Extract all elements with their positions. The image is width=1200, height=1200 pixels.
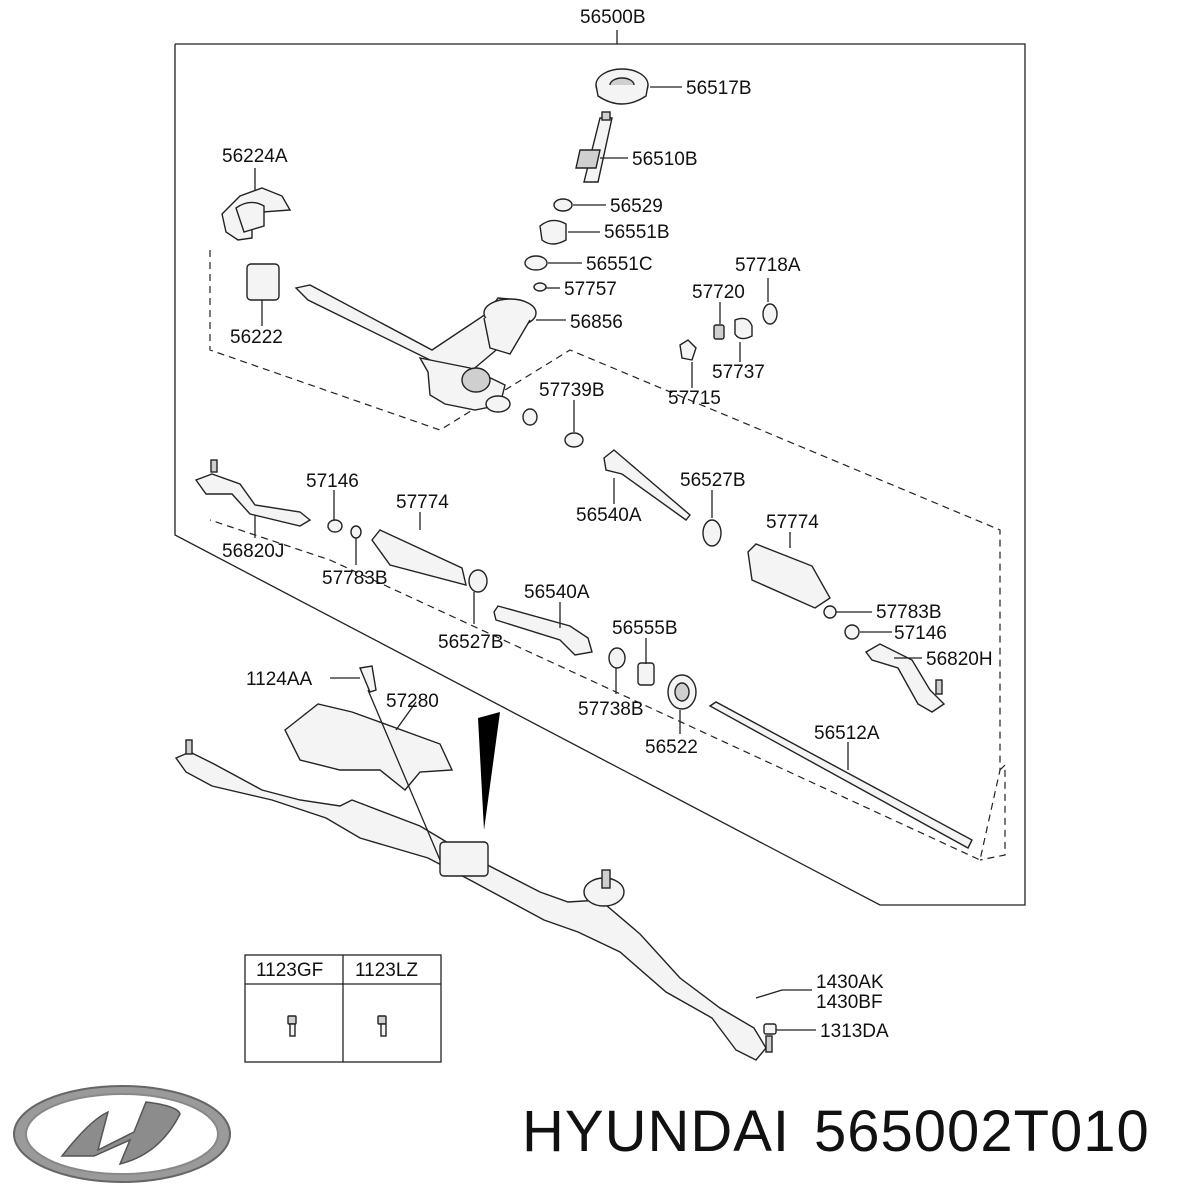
label-56522: 56522 [645, 737, 698, 758]
brand-name: HYUNDAI [522, 1099, 791, 1164]
part-number: 565002T010 [814, 1099, 1150, 1164]
rack-bar [708, 701, 973, 849]
label-56517B: 56517B [686, 78, 752, 99]
part-labels: 56500B 56517B 56510B 56224A 56529 56551B… [222, 7, 993, 1042]
label-56820J: 56820J [222, 541, 284, 562]
label-56527B-left: 56527B [438, 632, 504, 653]
label-56551C: 56551C [586, 254, 653, 275]
heat-shield [284, 703, 454, 791]
label-56856: 56856 [570, 312, 623, 333]
label-57739B: 57739B [539, 380, 605, 401]
table-header-1123LZ: 1123LZ [355, 960, 418, 981]
boot-left-upper [371, 529, 488, 593]
footer-caption: HYUNDAI 565002T010 [522, 1098, 1174, 1165]
label-1430AK: 1430AK [816, 972, 884, 993]
label-56540A-lower: 56540A [524, 582, 590, 603]
label-57146-right: 57146 [894, 623, 947, 644]
inner-tie-rod-lower [493, 605, 697, 710]
label-56529: 56529 [610, 196, 663, 217]
label-57738B: 57738B [578, 699, 644, 720]
bolt-icon-1123LZ [377, 1015, 387, 1037]
rack-housing [246, 263, 537, 413]
label-57720: 57720 [692, 282, 745, 303]
fastener-table: 1123GF 1123LZ [244, 954, 442, 1063]
label-57774-right: 57774 [766, 512, 819, 533]
bolt-icon-1123GF [287, 1015, 297, 1037]
yoke-parts [522, 303, 778, 448]
assembled-steering-gear [174, 739, 773, 1061]
label-57718A: 57718A [735, 255, 801, 276]
label-1313DA: 1313DA [820, 1021, 889, 1042]
label-56555B: 56555B [612, 618, 678, 639]
hyundai-logo-icon [13, 1085, 231, 1183]
label-56224A: 56224A [222, 146, 288, 167]
label-57146-left: 57146 [306, 471, 359, 492]
label-56540A-upper: 56540A [576, 505, 642, 526]
clamp-bracket [221, 187, 292, 241]
label-57715: 57715 [668, 388, 721, 409]
label-57783B-left: 57783B [322, 568, 388, 589]
label-56222: 56222 [230, 327, 283, 348]
leader-lines [254, 86, 922, 1031]
label-56512A: 56512A [814, 723, 880, 744]
pinion-bearing-cap [595, 68, 649, 105]
label-56510B: 56510B [632, 149, 698, 170]
label-56551B: 56551B [604, 222, 670, 243]
label-1430BF: 1430BF [816, 992, 883, 1013]
cotter-and-nut [755, 989, 783, 1035]
label-56527B-right: 56527B [680, 470, 746, 491]
label-57783B-right: 57783B [876, 602, 942, 623]
assembly-frame [174, 30, 1026, 906]
outer-tie-rod-left-upper [194, 459, 362, 539]
bolt-1124AA [359, 665, 377, 693]
inner-tie-rod-upper [603, 449, 722, 547]
label-57737: 57737 [712, 362, 765, 383]
arrow-marker [478, 712, 500, 830]
boot-right-upper [747, 543, 946, 713]
label-56500B: 56500B [580, 7, 646, 28]
table-header-1123GF: 1123GF [256, 960, 323, 981]
seal-rings-upper [524, 198, 573, 292]
pinion-shaft [575, 111, 613, 183]
label-1124AA: 1124AA [246, 669, 313, 690]
subassembly-outline [209, 250, 1001, 861]
label-56820H: 56820H [926, 649, 993, 670]
label-57774-left: 57774 [396, 492, 449, 513]
label-57757: 57757 [564, 279, 617, 300]
label-57280: 57280 [386, 691, 439, 712]
